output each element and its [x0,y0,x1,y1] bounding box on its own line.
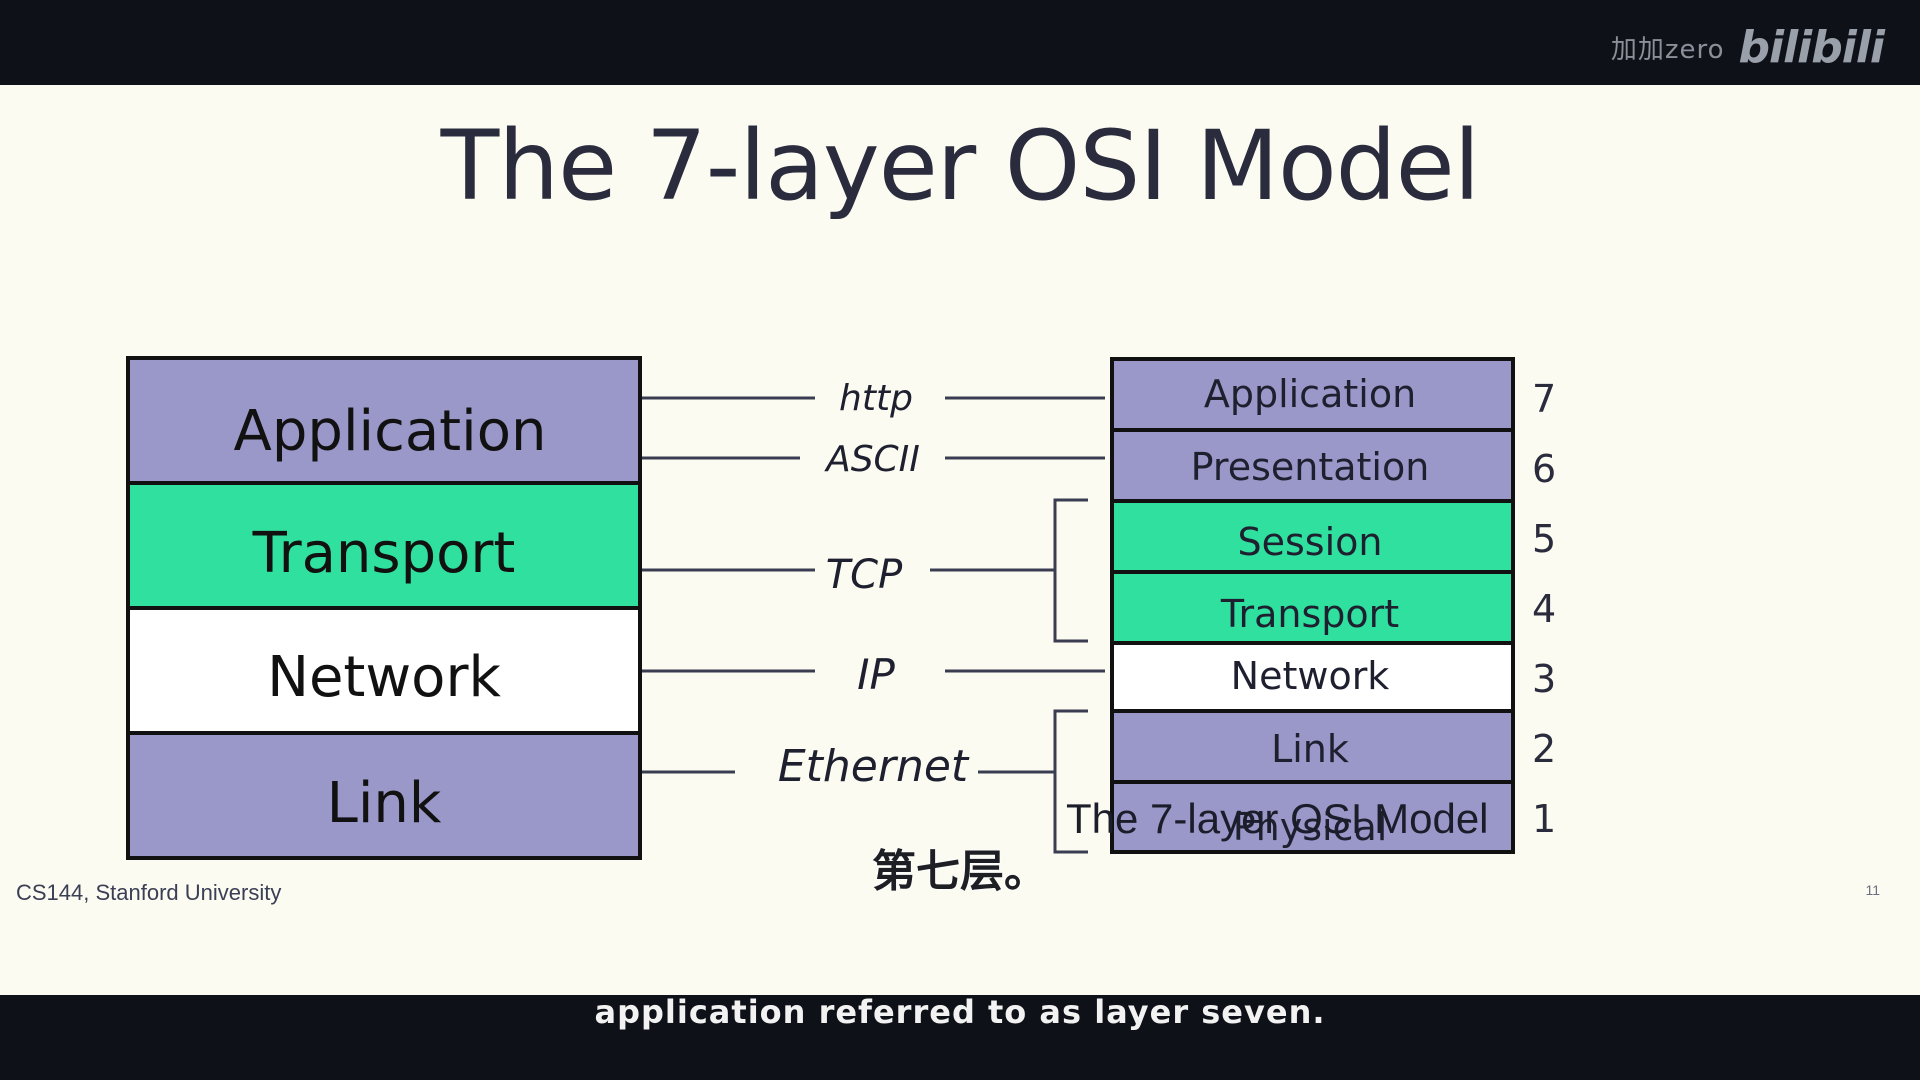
slide-title: The 7-layer OSI Model [440,110,1481,222]
layer-number-6: 6 [1532,447,1556,491]
tcp-bracket [1053,498,1088,643]
left-label-transport: Transport [252,521,516,586]
video-top-bar [0,0,1920,85]
course-footer: CS144, Stanford University [16,880,282,905]
right-layer-physical [1110,780,1515,854]
right-label-transport: Transport [1220,592,1399,636]
watermark-author: 加加zero [1610,34,1725,65]
slide-page-number: 11 [1865,882,1880,898]
left-stack: Application Transport Network Link [126,356,642,860]
right-label-session: Session [1238,520,1383,564]
right-layer-link [1110,709,1515,784]
left-layer-application [126,356,642,485]
layer-number-5: 5 [1532,517,1556,561]
ethernet-bracket [1053,709,1088,854]
right-layer-transport [1110,570,1515,645]
left-label-network: Network [267,645,501,710]
subtitle-chinese: 第七层。 [872,846,1048,897]
bilibili-watermark: 加加zero bilibili [1610,21,1885,73]
protocol-tcp: TCP [826,552,903,598]
subtitle-english: application referred to as layer seven. [594,993,1326,1031]
layer-number-7: 7 [1532,377,1556,421]
protocol-ip: IP [857,650,895,699]
protocol-labels: http ASCII TCP IP Ethernet [778,378,970,792]
layer-number-2: 2 [1532,727,1556,771]
right-layer-application [1110,357,1515,432]
layer-number-1: 1 [1532,797,1556,841]
right-label-physical: Physical [1233,805,1388,849]
left-layer-transport [126,481,642,610]
layer-numbers: 7 6 5 4 3 2 1 [1532,377,1556,841]
left-layer-network [126,606,642,735]
right-label-application: Application [1204,372,1416,416]
right-stack-caption: The 7-layer OSI Model [1066,795,1489,842]
video-bottom-bar [0,995,1920,1080]
connector-lines [642,396,1105,854]
protocol-ethernet: Ethernet [778,741,970,792]
right-label-presentation: Presentation [1191,445,1430,489]
left-label-link: Link [327,771,442,836]
left-label-application: Application [234,399,547,464]
right-label-network: Network [1231,654,1390,698]
right-label-link: Link [1271,727,1349,771]
right-stack: Application Presentation Session Transpo… [1110,357,1515,854]
layer-number-3: 3 [1532,657,1556,701]
protocol-ascii: ASCII [824,439,920,480]
protocol-http: http [839,378,913,419]
left-layer-link [126,731,642,860]
bilibili-logo-icon: bilibili [1738,21,1885,73]
right-layer-presentation [1110,428,1515,503]
layer-number-4: 4 [1532,587,1556,631]
right-layer-network [1110,641,1515,713]
